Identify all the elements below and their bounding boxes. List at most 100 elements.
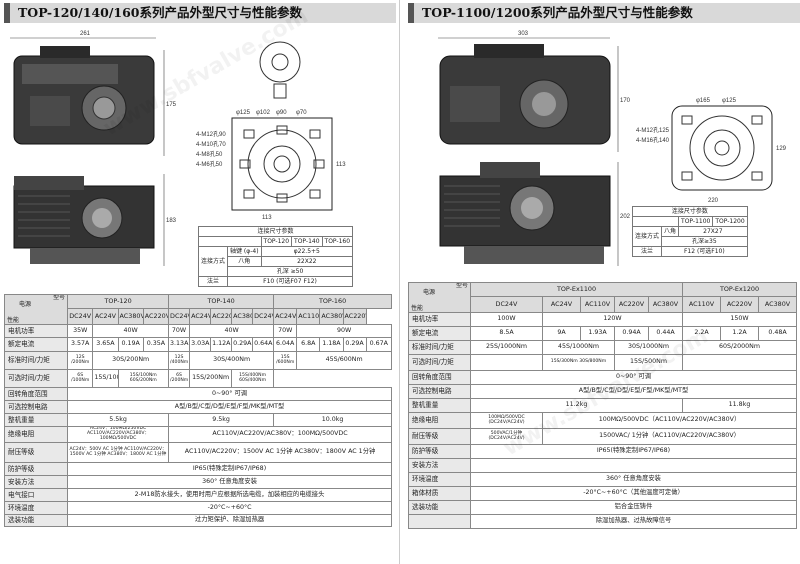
right-title: TOP-1100/1200系列产品外型尺寸与性能参数 (408, 3, 800, 23)
left-row-label: 可选时间/力矩 (3, 369, 69, 388)
left-hole-3: 4-M6孔50 (196, 160, 223, 168)
right-spec-cell: 铝合金压铸件 (469, 500, 798, 515)
corner-model: 型号 (455, 282, 468, 289)
left-spec-cell: 0.29A (342, 337, 367, 352)
right-conn-cell: 八角 (661, 226, 680, 237)
left-corner-cell: 型号 电源 性能 (3, 294, 69, 325)
left-row-label: 可选控制电路 (3, 400, 69, 414)
left-conn-cell: φ22.5+5 (260, 246, 354, 257)
right-row-label: 箱体材质 (408, 486, 471, 501)
left-spec-cell: 40W (189, 324, 275, 338)
right-voltage-header: AC380V (647, 296, 684, 313)
left-drawings: 261 175 183 (10, 31, 346, 266)
left-model-header: TOP-140 (168, 294, 275, 309)
left-top-view: 261 175 (10, 31, 177, 156)
left-hole-6: φ90 (276, 110, 287, 116)
left-dim-h1: 175 (166, 102, 177, 108)
right-conn-model: TOP-1100 (678, 216, 714, 227)
corner-model: 型号 (53, 294, 66, 301)
left-spec-cell: 0~90° 可调 (67, 387, 392, 401)
left-spec-cell: 12S /200Nm (67, 351, 94, 370)
left-side-view: 183 (13, 174, 177, 266)
right-conn-model: TOP-1200 (712, 216, 748, 227)
left-spec-cell: 3.13A (168, 337, 191, 352)
left-row-label: 安装方法 (3, 475, 69, 489)
right-spec-row: 箱体材质-20°C~+60°C（其他温度可定做） (408, 486, 798, 501)
corner-perf: 性能 (7, 316, 20, 324)
right-row-label: 可选时间/力矩 (408, 354, 471, 371)
right-drawings: 303 170 202 (438, 31, 787, 266)
left-spec-cell: 1.18A (319, 337, 344, 352)
left-voltage-header: AC220V (210, 308, 233, 325)
left-mount-plate: 113 113 4-M12孔90 4-M10孔70 4-M8孔50 4-M6孔5… (196, 110, 346, 221)
left-row-label: 标准时间/力矩 (3, 351, 69, 370)
left-spec-cell: 40W (92, 324, 170, 338)
left-voltage-header: AC380V (231, 308, 254, 325)
right-dim-width: 303 (518, 31, 529, 37)
left-spec-cell: 70W (168, 324, 191, 338)
left-row-label: 环境温度 (3, 501, 69, 515)
left-spec-cell: 0.64A (252, 337, 275, 352)
corner-perf: 性能 (411, 304, 424, 312)
left-voltage-header: AC24V (189, 308, 212, 325)
left-spec-cell: 10.0kg (273, 413, 392, 427)
left-spec-cell: 3.65A (92, 337, 119, 352)
right-spec-row: 选装功能铝合金压铸件 (408, 500, 798, 515)
right-spec-cell: 8.5A (470, 326, 543, 341)
left-voltage-header: AC220V (342, 308, 367, 325)
left-spec-cell: 90W (296, 324, 392, 338)
left-spec-cell: 2-M18防水接头，使用时用户应根据所选电缆，加装相应的电缆接头 (67, 488, 392, 502)
left-conn-table: 连接尺寸参数 TOP-120 TOP-140 TOP-160 连接方式 轴键 (… (197, 226, 354, 287)
left-conn-label: 连接方式 (197, 246, 229, 277)
left-dim-width: 261 (80, 31, 91, 37)
left-spec-cell: 6.8A (296, 337, 321, 352)
right-hole-2: φ165 (696, 98, 711, 104)
left-spec-cell: 15S /600Nm (273, 351, 298, 370)
left-spec-row: 选装功能过力矩保护、除湿加热器 (3, 514, 392, 527)
right-row-label: 安装方法 (408, 458, 471, 473)
left-spec-cell: A型/B型/C型/D型/E型/F型/MK型/MT型 (67, 400, 392, 414)
left-spec-cell: 15S/100Nm 60S/200Nm (117, 369, 170, 388)
right-conn-table: 连接尺寸参数 TOP-1100 TOP-1200 连接方式 八角 27X27 孔… (631, 206, 748, 257)
left-spec-cell: AC110V/AC220V/AC380V：100MΩ/500VDC (168, 426, 392, 443)
left-hole-0: 4-M12孔90 (196, 130, 226, 138)
right-row-label: 整机重量 (408, 398, 471, 413)
left-spec-cell: IP65(特殊定制IP67/IP68) (67, 462, 392, 476)
right-panel: TOP-1100/1200系列产品外型尺寸与性能参数 303 170 (404, 0, 800, 564)
left-spec-cell: -20°C~+60°C (67, 501, 392, 515)
right-dim-h2: 202 (620, 214, 631, 220)
left-plate-w: 113 (262, 215, 272, 221)
right-hole-0: 4-M12孔125 (636, 126, 670, 134)
left-spec-cell: 15S/400Nm 60S/400Nm (231, 369, 275, 388)
right-spec-cell: 25S/1000Nm (470, 340, 543, 355)
left-spec-cell: 6S /200Nm (168, 369, 191, 388)
left-spec-cell: 过力矩保护、除湿加热器 (67, 514, 392, 527)
left-spec-cell: 3.57A (67, 337, 94, 352)
right-row-label: 电机功率 (408, 312, 471, 327)
left-panel: TOP-120/140/160系列产品外型尺寸与性能参数 261 175 (0, 0, 396, 564)
left-dim-h2: 183 (166, 218, 177, 224)
right-conn-label: 法兰 (631, 246, 663, 257)
right-row-label: 防护等级 (408, 444, 471, 459)
left-voltage-header: DC24V (67, 308, 94, 325)
left-row-label: 整机重量 (3, 413, 69, 427)
right-spec-cell: 15S/300Nm 30S/800Nm (542, 354, 615, 371)
left-spec-cell: 5.5kg (67, 413, 170, 427)
right-plate-w: 220 (708, 198, 719, 204)
right-row-label: 耐压等级 (408, 428, 471, 445)
right-spec-row: 安装方法 (408, 458, 798, 473)
